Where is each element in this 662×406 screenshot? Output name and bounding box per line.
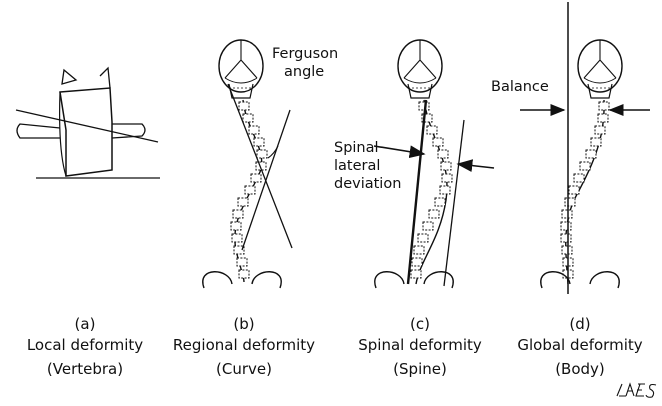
ferguson-label-line1: Ferguson <box>272 46 338 63</box>
panel-a-subcaption: (Vertebra) <box>0 361 170 378</box>
panel-b-letter: (b) <box>160 316 328 333</box>
panel-b-subcaption: (Curve) <box>160 361 328 378</box>
panel-a-letter: (a) <box>0 316 170 333</box>
panel-d-subcaption: (Body) <box>502 361 658 378</box>
author-signature <box>614 378 660 400</box>
panel-b-spine <box>203 40 292 288</box>
panel-a-vertebra <box>16 68 160 178</box>
panel-c-subcaption: (Spine) <box>340 361 500 378</box>
panel-d-caption: Global deformity <box>502 337 658 354</box>
panel-c-caption: Spinal deformity <box>340 337 500 354</box>
lateral-deviation-label-line1: Spinal <box>334 140 379 157</box>
panel-d-letter: (d) <box>502 316 658 333</box>
lateral-deviation-label-line3: deviation <box>334 176 401 193</box>
panel-b-caption: Regional deformity <box>160 337 328 354</box>
panel-c-letter: (c) <box>340 316 500 333</box>
ferguson-label-line2: angle <box>284 64 324 81</box>
panel-d-spine <box>520 2 650 294</box>
panel-c-spine <box>374 40 494 288</box>
balance-label: Balance <box>491 79 549 96</box>
lateral-deviation-label-line2: lateral <box>334 158 380 175</box>
panel-a-caption: Local deformity <box>0 337 170 354</box>
